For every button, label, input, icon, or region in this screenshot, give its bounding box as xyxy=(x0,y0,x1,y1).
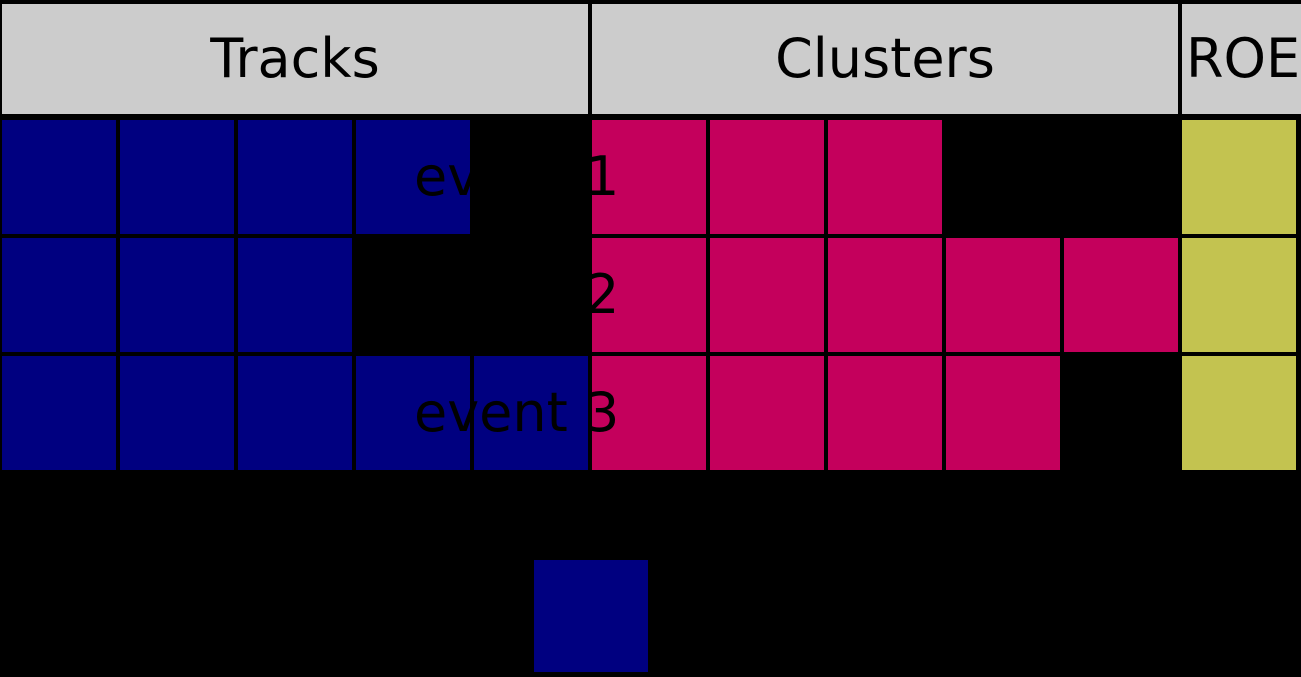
roe-cell xyxy=(1180,118,1298,236)
column-header-roe-label: ROE xyxy=(1186,27,1301,90)
column-header-tracks-label: Tracks xyxy=(210,27,380,90)
legend-swatch-track xyxy=(534,560,648,672)
track-cell xyxy=(472,354,590,472)
cluster-cell xyxy=(826,118,944,236)
roe-cell xyxy=(1180,354,1298,472)
track-cell xyxy=(354,354,472,472)
track-cell xyxy=(0,118,118,236)
track-cell xyxy=(0,354,118,472)
cluster-cell xyxy=(826,354,944,472)
cluster-cell xyxy=(708,354,826,472)
column-header-clusters-label: Clusters xyxy=(775,27,995,90)
cluster-cell xyxy=(944,236,1062,354)
track-cell xyxy=(236,118,354,236)
track-cell xyxy=(118,354,236,472)
event-label: event 2 xyxy=(414,263,620,326)
column-header-tracks: Tracks xyxy=(0,2,590,116)
column-header-roe: ROE xyxy=(1180,2,1301,116)
track-cell xyxy=(236,236,354,354)
cluster-cell xyxy=(590,354,708,472)
track-cell xyxy=(236,354,354,472)
cluster-cell xyxy=(1062,236,1180,354)
track-cell xyxy=(118,118,236,236)
track-cell xyxy=(118,236,236,354)
roe-cell xyxy=(1180,236,1298,354)
cluster-cell xyxy=(708,236,826,354)
track-cell xyxy=(354,118,472,236)
cluster-cell xyxy=(590,118,708,236)
cluster-cell xyxy=(944,354,1062,472)
cluster-cell xyxy=(590,236,708,354)
cluster-cell xyxy=(708,118,826,236)
cluster-cell xyxy=(826,236,944,354)
track-cell xyxy=(0,236,118,354)
column-header-clusters: Clusters xyxy=(590,2,1180,116)
